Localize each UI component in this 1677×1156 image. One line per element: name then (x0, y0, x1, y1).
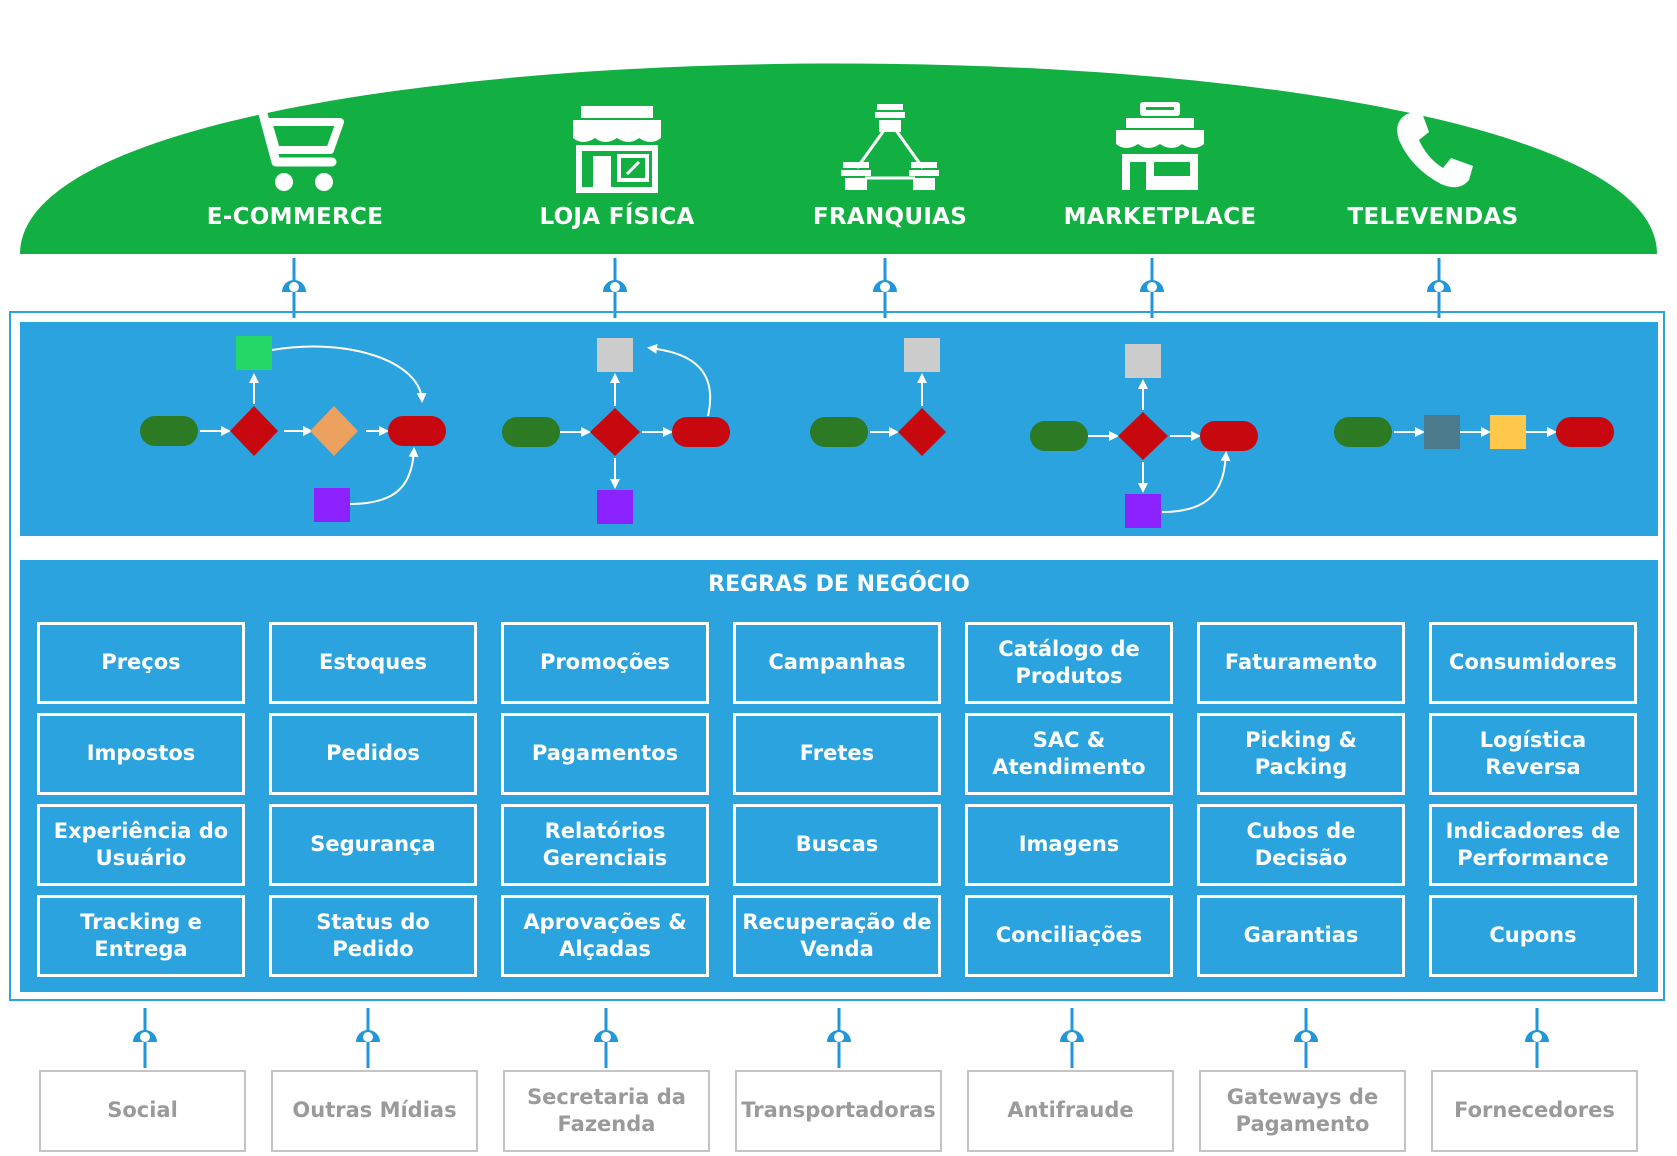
rule-box[interactable]: Tracking e Entrega (37, 895, 245, 977)
rule-box[interactable]: Catálogo de Produtos (965, 622, 1173, 704)
end-node (388, 416, 446, 446)
rule-box[interactable]: Estoques (269, 622, 477, 704)
connector-icon (282, 258, 306, 318)
start-node (140, 416, 198, 446)
channel-loja-fisica[interactable]: LOJA FÍSICA (497, 100, 737, 230)
decision-node (230, 406, 278, 456)
rule-box[interactable]: SAC & Atendimento (965, 713, 1173, 795)
channel-label: MARKETPLACE (1063, 204, 1257, 230)
workflow-ecommerce (200, 345, 427, 505)
rule-box[interactable]: Impostos (37, 713, 245, 795)
decision-node (310, 406, 358, 456)
channel-franquias[interactable]: FRANQUIAS (770, 100, 1010, 230)
task-node (597, 338, 633, 372)
rule-box[interactable]: Indicadores de Performance (1429, 804, 1637, 886)
rule-box[interactable]: Experiência do Usuário (37, 804, 245, 886)
integration-box[interactable]: Secretaria da Fazenda (503, 1070, 710, 1152)
connector-icon (1140, 258, 1164, 318)
rule-box[interactable]: Imagens (965, 804, 1173, 886)
rule-box[interactable]: Status do Pedido (269, 895, 477, 977)
channel-label: E-COMMERCE (206, 204, 384, 230)
start-node (1334, 417, 1392, 447)
rule-box[interactable]: Promoções (501, 622, 709, 704)
franchise-network-icon (770, 100, 1010, 200)
end-node (1556, 417, 1614, 447)
task-node (597, 490, 633, 524)
phone-icon (1313, 100, 1553, 200)
business-rules-panel: REGRAS DE NEGÓCIO Preços Estoques Promoç… (20, 560, 1658, 992)
workflow-loja-fisica (560, 343, 711, 489)
integration-box[interactable]: Social (39, 1070, 246, 1152)
connector-icon (1525, 1008, 1549, 1068)
channels-dome (20, 63, 1657, 254)
connector-icon (603, 258, 627, 318)
task-node (1125, 494, 1161, 528)
channel-ecommerce[interactable]: E-COMMERCE (175, 100, 415, 230)
rule-box[interactable]: Aprovações & Alçadas (501, 895, 709, 977)
task-node (1424, 415, 1460, 449)
rule-box[interactable]: Recuperação de Venda (733, 895, 941, 977)
connector-icon (827, 1008, 851, 1068)
decision-node (1118, 412, 1168, 460)
integration-box[interactable]: Transportadoras (735, 1070, 942, 1152)
rule-box[interactable]: Fretes (733, 713, 941, 795)
channel-label: LOJA FÍSICA (539, 204, 695, 230)
rule-box[interactable]: Pedidos (269, 713, 477, 795)
start-node (1030, 421, 1088, 451)
start-node (810, 417, 868, 447)
channel-televendas[interactable]: TELEVENDAS (1313, 100, 1553, 230)
task-node (236, 336, 272, 370)
channel-marketplace[interactable]: MARKETPLACE (1040, 100, 1280, 230)
rule-box[interactable]: Garantias (1197, 895, 1405, 977)
integration-box[interactable]: Fornecedores (1431, 1070, 1638, 1152)
workflow-franquias (870, 373, 927, 437)
connector-icon (1427, 258, 1451, 318)
channel-label: FRANQUIAS (812, 204, 968, 230)
rules-title: REGRAS DE NEGÓCIO (708, 572, 970, 597)
integration-box[interactable]: Gateways de Pagamento (1199, 1070, 1406, 1152)
decision-node (590, 408, 640, 456)
connector-icon (133, 1008, 157, 1068)
end-node (1200, 421, 1258, 451)
start-node (502, 417, 560, 447)
connector-icon (594, 1008, 618, 1068)
rule-box[interactable]: Faturamento (1197, 622, 1405, 704)
rule-box[interactable]: Cupons (1429, 895, 1637, 977)
task-node (1490, 415, 1526, 449)
rule-box[interactable]: Preços (37, 622, 245, 704)
workflow-band (20, 322, 1658, 536)
connector-icon (1060, 1008, 1084, 1068)
shopping-cart-icon (175, 100, 415, 200)
rule-box[interactable]: Relatórios Gerenciais (501, 804, 709, 886)
storefront-icon (497, 100, 737, 200)
rule-box[interactable]: Picking & Packing (1197, 713, 1405, 795)
workflow-marketplace (1088, 379, 1231, 513)
task-node (1125, 344, 1161, 378)
shop-icon (1040, 100, 1280, 200)
integration-box[interactable]: Outras Mídias (271, 1070, 478, 1152)
rule-box[interactable]: Cubos de Decisão (1197, 804, 1405, 886)
rule-box[interactable]: Logística Reversa (1429, 713, 1637, 795)
rule-box[interactable]: Campanhas (733, 622, 941, 704)
channel-label: TELEVENDAS (1347, 204, 1519, 230)
rule-box[interactable]: Consumidores (1429, 622, 1637, 704)
connector-icon (1294, 1008, 1318, 1068)
rule-box[interactable]: Segurança (269, 804, 477, 886)
end-node (672, 417, 730, 447)
rule-box[interactable]: Conciliações (965, 895, 1173, 977)
rule-box[interactable]: Pagamentos (501, 713, 709, 795)
core-platform-frame (9, 311, 1665, 1001)
task-node (904, 338, 940, 372)
integration-box[interactable]: Antifraude (967, 1070, 1174, 1152)
rule-box[interactable]: Buscas (733, 804, 941, 886)
task-node (314, 488, 350, 522)
connector-icon (873, 258, 897, 318)
connector-icon (356, 1008, 380, 1068)
decision-node (898, 408, 946, 456)
